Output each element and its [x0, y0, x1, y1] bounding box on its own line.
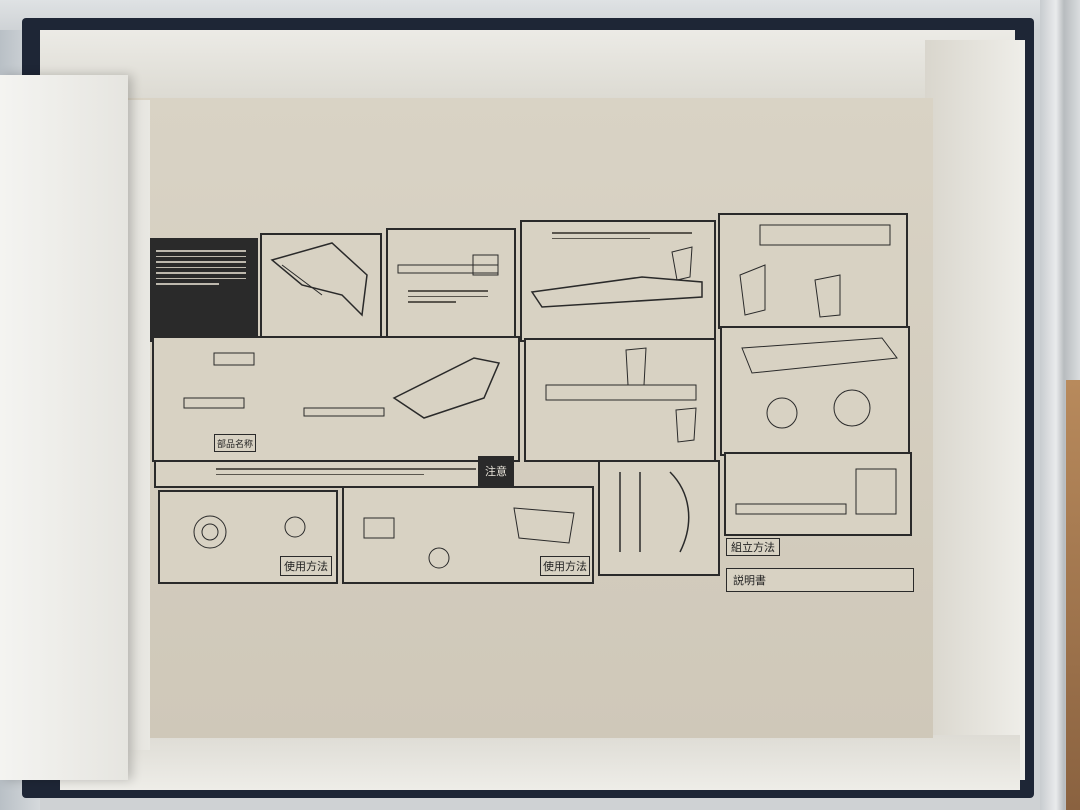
diagram-panel-clip	[598, 460, 720, 576]
diagram-panel-receiver	[520, 220, 716, 342]
wood-trim	[1066, 380, 1080, 810]
diagram-panel-barrel	[386, 228, 516, 338]
manual-title-label: 説明書	[726, 568, 914, 592]
diagram-panel-usage: 使用方法	[342, 486, 594, 584]
assembly-label: 組立方法	[726, 538, 780, 556]
parts-list-label: 部品名称	[214, 434, 256, 452]
diagram-panel-cartridge	[724, 452, 912, 536]
diagram-panel-parts-exploded	[152, 336, 520, 462]
box-inner-wall-top	[40, 30, 1015, 100]
box-inner-wall-bottom	[60, 735, 1020, 790]
diagram-panel-grip	[718, 213, 908, 329]
usage-label-1: 使用方法	[280, 556, 332, 576]
caution-strip	[154, 460, 502, 488]
instruction-sheet: 注意 使用方法 使用方法 組立方法 説明書 部品名称	[128, 98, 933, 738]
diagram-panel-mechanism	[720, 326, 910, 456]
box-inner-wall-right	[925, 40, 1025, 780]
usage-label-2: 使用方法	[540, 556, 590, 576]
dark-notice-panel	[146, 238, 258, 342]
box-lid-flap	[0, 75, 128, 780]
diagram-panel-assembly	[524, 338, 716, 462]
diagram-panel-target: 使用方法	[158, 490, 338, 584]
caution-label: 注意	[478, 456, 514, 486]
diagram-panel-stock	[260, 233, 382, 341]
